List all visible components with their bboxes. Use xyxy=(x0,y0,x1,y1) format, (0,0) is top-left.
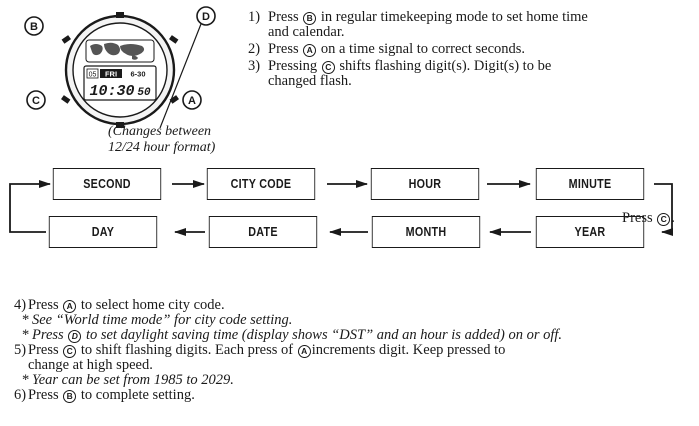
flow-box-day: DAY xyxy=(48,216,158,248)
instructions-list: 1) Press B in regular timekeeping mode t… xyxy=(248,10,693,91)
note-4b: *Press D to set daylight saving time (di… xyxy=(22,327,563,343)
display-day: FRI xyxy=(105,70,117,79)
watch-illustration: 05 FRI 6-30 10:30 50 B D C A xyxy=(24,6,216,129)
flow-box-date: DATE xyxy=(208,216,318,248)
button-c-label[interactable]: C xyxy=(26,90,46,110)
button-c-icon: C xyxy=(657,213,671,226)
step-4: 4) Press A to select home city code. xyxy=(14,297,225,313)
changes-note-line2: 12/24 hour format) xyxy=(108,140,216,155)
pointer-line xyxy=(159,23,202,129)
lcd-display: 05 FRI 6-30 10:30 50 xyxy=(83,65,157,101)
display-time: 10:30 xyxy=(89,83,134,100)
svg-text:B: B xyxy=(30,21,38,33)
instruction-1: 1) Press B in regular timekeeping mode t… xyxy=(248,9,588,40)
notes-section: 4) Press A to select home city code. *Se… xyxy=(14,298,694,403)
display-top-left: 05 xyxy=(89,72,97,79)
setting-flow-diagram: SECOND CITY CODE HOUR MINUTE DAY DATE MO… xyxy=(0,160,699,260)
changes-note: (Changes between 12/24 hour format) xyxy=(108,124,215,156)
step-6: 6) Press B to complete setting. xyxy=(14,387,195,403)
flow-box-minute: MINUTE xyxy=(535,168,645,200)
step-5: 5) Press C to shift flashing digits. Eac… xyxy=(14,342,506,373)
button-d-label[interactable]: D xyxy=(196,6,216,26)
button-a-icon: A xyxy=(303,44,317,57)
svg-text:D: D xyxy=(202,11,210,23)
flow-arrows xyxy=(9,180,673,236)
display-date: 6-30 xyxy=(130,70,145,79)
flow-box-month: MONTH xyxy=(371,216,481,248)
press-c-label: Press C. xyxy=(622,210,675,226)
button-b-label[interactable]: B xyxy=(24,16,44,36)
button-d-icon: D xyxy=(68,330,82,343)
button-a-icon: A xyxy=(63,300,77,313)
display-seconds: 50 xyxy=(137,87,151,99)
flow-box-year: YEAR xyxy=(535,216,645,248)
svg-text:C: C xyxy=(32,95,40,107)
button-b-icon: B xyxy=(63,390,77,403)
flow-box-second: SECOND xyxy=(52,168,162,200)
button-a-label[interactable]: A xyxy=(182,90,202,110)
note-5a: *Year can be set from 1985 to 2029. xyxy=(22,372,234,388)
flow-box-hour: HOUR xyxy=(370,168,480,200)
button-a-icon: A xyxy=(297,345,311,358)
flow-box-city-code: CITY CODE xyxy=(206,168,316,200)
instruction-2: 2) Press A on a time signal to correct s… xyxy=(248,41,526,57)
world-map-icon xyxy=(85,39,155,63)
svg-text:A: A xyxy=(188,95,196,107)
instruction-3: 3) Pressing C shifts flashing digit(s). … xyxy=(248,58,552,89)
changes-note-line1: (Changes between xyxy=(108,124,212,139)
note-4a: *See “World time mode” for city code set… xyxy=(22,312,293,328)
